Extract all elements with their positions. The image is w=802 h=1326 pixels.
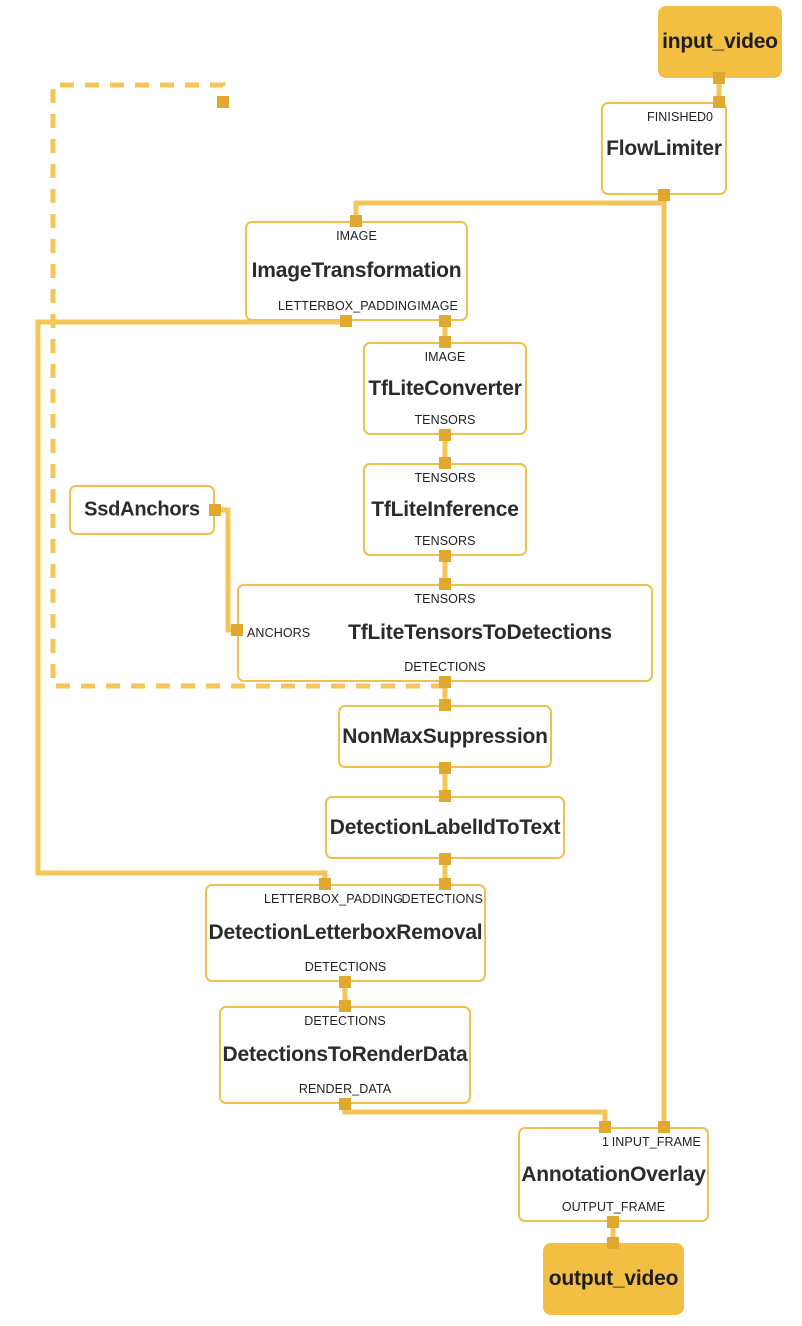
node-ssd-anchors[interactable]: SsdAnchors	[69, 485, 215, 535]
port-label-annotationoverlay-output-frame: OUTPUT_FRAME	[561, 1200, 666, 1214]
node-annotation-overlay[interactable]: 1 INPUT_FRAME OUTPUT_FRAME AnnotationOve…	[518, 1127, 709, 1222]
node-tflite-inference-label: TfLiteInference	[371, 497, 519, 521]
port-tfliteinference-tensors-out	[439, 550, 451, 562]
node-tflite-converter-label: TfLiteConverter	[368, 376, 522, 400]
port-annotationoverlay-1	[599, 1121, 611, 1133]
node-detection-letterbox-removal-label: DetectionLetterboxRemoval	[208, 921, 483, 944]
node-input-video[interactable]: input_video	[658, 6, 782, 78]
port-label-renderdata-render-data: RENDER_DATA	[298, 1082, 392, 1096]
node-tflite-tensors-to-detections[interactable]: TENSORS ANCHORS DETECTIONS TfLiteTensors…	[237, 584, 653, 682]
port-label-tensorstodetections-detections: DETECTIONS	[404, 660, 486, 674]
edge-renderdata-to-annotationoverlay	[342, 1104, 608, 1127]
port-nonmaxsuppression-out	[439, 762, 451, 774]
node-output-video-label: output_video	[548, 1267, 679, 1290]
port-label-tfliteinference-tensors-out: TENSORS	[414, 534, 476, 548]
port-letterboxremoval-detections-out	[339, 976, 351, 988]
port-tensorstodetections-detections	[439, 676, 451, 688]
port-flowlimiter-0	[713, 96, 725, 108]
node-tflite-inference[interactable]: TENSORS TENSORS TfLiteInference	[363, 463, 527, 556]
port-tensorstodetections-anchors	[231, 624, 243, 636]
port-label-tensorstodetections-tensors: TENSORS	[414, 592, 476, 606]
port-label-tfliteconverter-tensors: TENSORS	[414, 413, 476, 427]
port-label-tfliteinference-tensors-in: TENSORS	[414, 471, 476, 485]
port-annotationoverlay-input-frame	[658, 1121, 670, 1133]
port-labelidtotext-out	[439, 853, 451, 865]
node-tflite-tensors-to-detections-label: TfLiteTensorsToDetections	[348, 621, 612, 644]
port-tensorstodetections-tensors	[439, 578, 451, 590]
port-nonmaxsuppression-in	[439, 699, 451, 711]
node-image-transformation[interactable]: IMAGE LETTERBOX_PADDING IMAGE ImageTrans…	[245, 221, 468, 321]
port-renderdata-detections	[339, 1000, 351, 1012]
node-detection-letterbox-removal[interactable]: LETTERBOX_PADDING DETECTIONS DETECTIONS …	[205, 884, 486, 982]
port-label-letterboxremoval-letterbox-padding: LETTERBOX_PADDING	[264, 892, 403, 906]
port-label-letterboxremoval-detections-out: DETECTIONS	[304, 960, 387, 974]
port-labelidtotext-in	[439, 790, 451, 802]
port-label-annotationoverlay-input-frame: INPUT_FRAME	[611, 1135, 701, 1149]
port-label-flowlimiter-0: 0	[705, 110, 713, 124]
port-tfliteinference-tensors-in	[439, 457, 451, 469]
node-input-video-label: input_video	[662, 30, 778, 53]
port-label-tfliteconverter-image: IMAGE	[424, 350, 466, 364]
port-flowlimiter-out	[658, 189, 670, 201]
node-detections-to-render-data[interactable]: DETECTIONS RENDER_DATA DetectionsToRende…	[219, 1006, 471, 1104]
port-label-flowlimiter-finished: FINISHED	[647, 110, 707, 124]
port-label-imagetransformation-image-in: IMAGE	[336, 229, 377, 243]
port-input-video-out	[713, 72, 725, 84]
node-image-transformation-label: ImageTransformation	[251, 259, 462, 282]
port-letterboxremoval-letterbox-padding	[319, 878, 331, 890]
port-imagetransformation-image-out	[439, 315, 451, 327]
port-letterboxremoval-detections-in	[439, 878, 451, 890]
node-detection-label-id-to-text[interactable]: DetectionLabelIdToText	[325, 796, 565, 859]
edge-ssdanchors-to-anchors	[215, 507, 237, 633]
port-annotationoverlay-output-frame	[607, 1216, 619, 1228]
port-imagetransformation-image-in	[350, 215, 362, 227]
port-label-imagetransformation-image-out: IMAGE	[417, 299, 458, 313]
port-tfliteconverter-tensors	[439, 429, 451, 441]
port-label-letterboxremoval-detections-in: DETECTIONS	[401, 892, 483, 906]
port-label-annotationoverlay-1: 1	[602, 1135, 610, 1149]
port-ssdanchors-out	[209, 504, 221, 516]
node-flow-limiter-label: FlowLimiter	[606, 136, 722, 160]
port-output-video-in	[607, 1237, 619, 1249]
port-label-tensorstodetections-anchors: ANCHORS	[247, 626, 311, 640]
node-tflite-converter[interactable]: IMAGE TENSORS TfLiteConverter	[363, 342, 527, 435]
node-detections-to-render-data-label: DetectionsToRenderData	[222, 1043, 468, 1066]
port-imagetransformation-letterbox-padding	[340, 315, 352, 327]
port-label-imagetransformation-letterbox-padding: LETTERBOX_PADDING	[278, 299, 417, 313]
node-non-max-suppression[interactable]: NonMaxSuppression	[338, 705, 552, 768]
port-flowlimiter-finished	[217, 96, 229, 108]
port-renderdata-render-data	[339, 1098, 351, 1110]
node-output-video[interactable]: output_video	[543, 1243, 684, 1315]
node-ssd-anchors-label: SsdAnchors	[84, 498, 200, 521]
port-label-renderdata-detections: DETECTIONS	[304, 1014, 386, 1028]
node-non-max-suppression-label: NonMaxSuppression	[342, 724, 548, 748]
port-tfliteconverter-image	[439, 336, 451, 348]
node-detection-label-id-to-text-label: DetectionLabelIdToText	[329, 815, 561, 839]
node-annotation-overlay-label: AnnotationOverlay	[521, 1162, 706, 1186]
node-flow-limiter[interactable]: FINISHED 0 FlowLimiter	[601, 102, 727, 195]
edge-flowlimiter-to-imagetransformation	[353, 200, 664, 221]
